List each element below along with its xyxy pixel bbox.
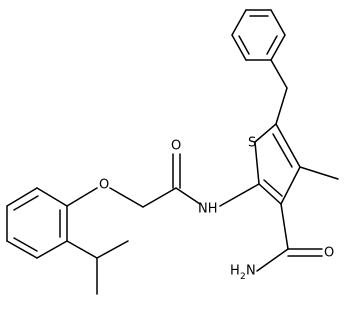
bond-ph-inner3 [238,35,250,55]
atom-amide-nh-label: NH [198,202,218,217]
bond-c4-c5-double [272,133,293,168]
bond-ipr-me2 [96,240,129,259]
bond-ar-inner2 [13,237,38,252]
bond-camide-n [256,248,289,272]
bond-ar-inner1 [13,195,39,211]
atom-carbonyl-oxygen-label: O [171,139,181,154]
bond-ar2 [6,187,38,207]
atom-amine-h-label: H [230,264,240,279]
bond-c3-camide [280,203,289,250]
atom-ether-oxygen-label: O [99,178,109,193]
bond-ph5 [231,34,247,61]
atom-labels: S O NH O O H N 2 [99,136,334,283]
bond-ph-ch2 [270,59,288,89]
bond-c3-c4 [280,166,301,205]
bond-ph-inner2 [266,35,278,55]
atom-amine-n-label: N [246,264,256,279]
bond-ph6 [231,9,247,36]
bond-ar5 [36,240,68,259]
bond-c2-c3-double [263,179,283,197]
bond-c2-nh [219,183,260,207]
bond-c5-s [254,123,277,143]
bond-c4-c5 [275,123,301,168]
bond-ar1 [36,187,68,207]
atom-sulfur-label: S [248,136,256,151]
bond-ar4 [6,240,38,259]
atom-amine-subscript-label: 2 [240,272,246,282]
bond-ar-ipr [66,240,98,259]
bond-cco-ch2 [142,187,177,208]
atom-amide-oxygen-label: O [324,246,334,261]
bond-ch2-oether [109,187,144,208]
bond-s-c2 [254,141,260,185]
bond-ph3 [270,34,286,61]
bond-nh-cco [175,187,201,205]
bond-c4-methyl [299,166,339,180]
bond-ph2 [270,9,286,36]
bond-ch2-c5 [275,87,288,125]
bonds [6,9,339,295]
bond-c2-c3 [258,183,282,205]
bond-oether-ar [66,187,98,207]
